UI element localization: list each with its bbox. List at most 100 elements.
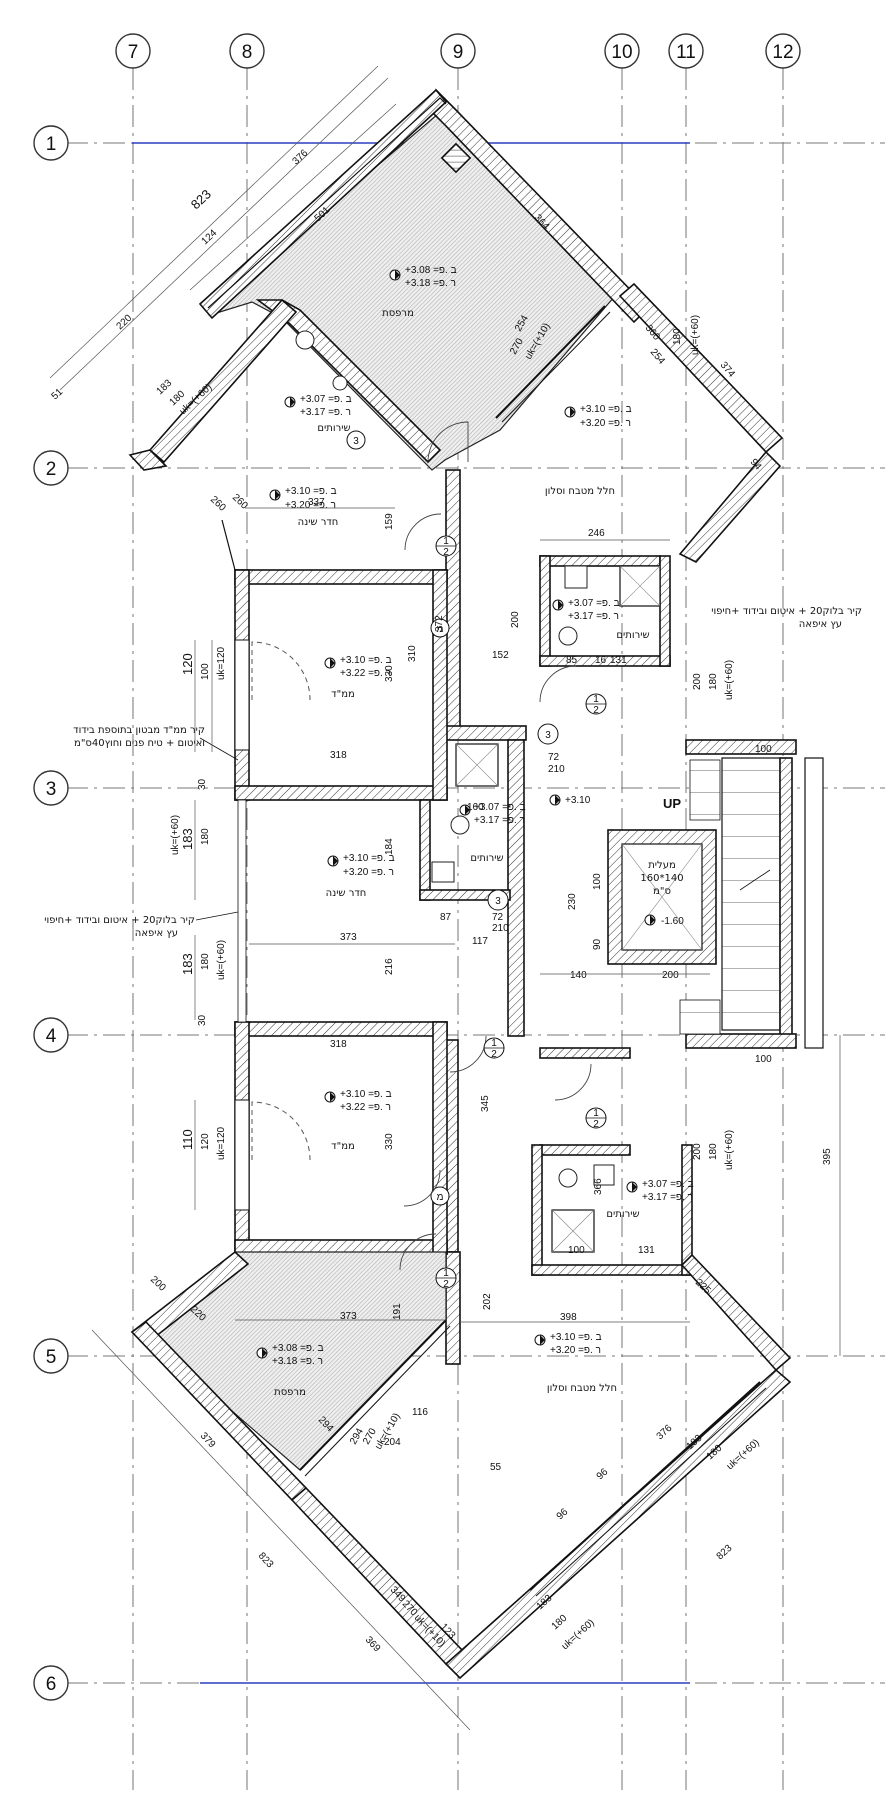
svg-text:+3.07 =ב .פ: +3.07 =ב .פ [568,598,620,609]
grid-row-bubbles: 1 2 3 4 5 6 [33,125,69,1701]
svg-text:204: 204 [384,1437,401,1448]
svg-text:120: 120 [180,653,195,675]
svg-text:+3.10 =ב .פ: +3.10 =ב .פ [340,1089,392,1100]
svg-text:100: 100 [568,1245,585,1256]
svg-text:+3.22 =ר .פ: +3.22 =ר .פ [340,1102,391,1113]
svg-text:2: 2 [491,1049,497,1060]
svg-text:+3.10 =ב .פ: +3.10 =ב .פ [340,655,392,666]
svg-text:87: 87 [440,912,452,923]
level-marker-bedroom-top: +3.10 =ב .פ +3.20 =ר .פ [269,486,337,511]
svg-text:2: 2 [593,1119,599,1130]
svg-text:823: 823 [188,186,214,212]
svg-text:uk=(+60): uk=(+60) [724,660,735,700]
svg-text:uk=(+60): uk=(+60) [690,315,701,355]
grid-bubble-col-11: 11 [668,33,704,69]
room-label-wc-mid: שירותים [470,853,503,864]
level-marker-kitchen-bottom: +3.10 =ב .פ +3.20 =ר .פ [534,1332,602,1356]
svg-text:עץ איפאה: עץ איפאה [799,619,842,630]
level-marker-mamad-bottom: +3.10 =ב .פ +3.22 =ר .פ [324,1089,392,1113]
svg-text:200: 200 [148,1274,168,1294]
mamad-top: ממ"ד +3.10 =ב .פ +3.22 =ר .פ 318 330 310… [251,618,450,761]
svg-text:10: 10 [611,42,632,63]
svg-text:55: 55 [490,1462,502,1473]
svg-text:uk=120: uk=120 [216,646,227,680]
svg-text:376: 376 [291,147,311,167]
svg-text:+3.10 =ב .פ: +3.10 =ב .פ [285,486,337,497]
svg-text:200: 200 [510,611,521,628]
svg-text:11: 11 [676,42,696,63]
svg-text:96: 96 [555,1506,571,1522]
grid-column-bubbles: 7 8 9 10 11 12 [115,33,801,69]
svg-text:100: 100 [592,873,603,890]
door-tag-b: 12 [585,693,607,716]
sink-fixture [332,375,348,391]
svg-text:140: 140 [570,970,587,981]
svg-text:372: 372 [434,615,445,632]
svg-text:116: 116 [412,1407,428,1418]
svg-text:369: 369 [363,1635,383,1655]
note-mamad-wall-1: קיר ממ"ד מבטון בתוספת בידוד [73,725,205,736]
svg-text:קיר בלוק20 + איטום ובידוד +חיפ: קיר בלוק20 + איטום ובידוד +חיפוי [711,606,862,617]
svg-text:1: 1 [46,134,57,155]
svg-text:+3.07 =ב .פ: +3.07 =ב .פ [642,1179,694,1190]
svg-text:uk=(+60): uk=(+60) [170,815,181,855]
lobby: +3.10 מעלית 160*140 ס"מ -1.60 90 100 230… [540,794,717,981]
svg-text:318: 318 [330,1039,347,1050]
svg-text:+3.07 =ב .פ: +3.07 =ב .פ [300,394,352,405]
door-tags: 12 12 12 12 12 3 3 [435,535,607,1290]
svg-text:398: 398 [560,1312,577,1323]
mamad-bottom: ממ"ד +3.10 =ב .פ +3.22 =ר .פ 318 330 מ [251,1039,450,1206]
svg-text:183: 183 [180,953,195,975]
svg-text:124: 124 [200,227,220,247]
svg-text:12: 12 [772,42,793,63]
svg-text:246: 246 [588,528,605,539]
svg-text:823: 823 [715,1543,735,1563]
note-left-block-wall-1: קיר בלוק20 + איטום ובידוד +חיפוי [44,915,195,926]
grid-bubble-row-6: 6 [33,1665,69,1701]
svg-text:110: 110 [180,1129,195,1150]
svg-text:152: 152 [492,650,509,661]
toilet-fixture [558,626,578,646]
toilet-fixture [558,1168,578,1188]
level-marker-lobby: +3.10 [549,794,591,806]
wc-top-right: שירותים +3.07 =ב .פ +3.17 =ר .פ 246 [539,528,671,667]
svg-text:72: 72 [548,752,560,763]
svg-text:+3.20 =ר .פ: +3.20 =ר .פ [550,1345,601,1356]
room-label-terrace-bottom: מרפסת [274,1387,306,1398]
svg-text:191: 191 [392,1303,403,1320]
svg-text:131: 131 [638,1245,655,1256]
svg-text:373: 373 [340,1311,357,1322]
level-marker-terrace-bottom: +3.08 =ב .פ +3.18 =ר .פ [256,1343,324,1367]
svg-text:120: 120 [200,1133,211,1150]
svg-text:1: 1 [491,1038,497,1049]
svg-text:מ: מ [437,624,444,635]
svg-text:+3.18 =ר .פ: +3.18 =ר .פ [272,1356,323,1367]
svg-text:395: 395 [822,1148,833,1165]
room-label-kitchen-living-top: חלל מטבח וסלון [545,486,615,497]
svg-text:3: 3 [545,730,551,741]
svg-text:823: 823 [256,1551,276,1571]
room-label-bedroom-top: חדר שינה [298,517,339,528]
svg-text:51: 51 [50,386,66,402]
svg-text:160: 160 [467,802,484,813]
grid-bubble-row-5: 5 [33,1338,69,1374]
svg-text:6: 6 [46,1674,57,1695]
elevator-unit: ס"מ [653,886,671,897]
wc-bottom-right: שירותים +3.07 =ב .פ +3.17 =ר .פ [531,1047,694,1276]
door-tag-f: 3 [537,723,559,745]
svg-text:2: 2 [443,547,449,558]
svg-text:85: 85 [566,655,578,666]
terrace-bottom: מרפסת +3.08 =ב .פ +3.18 =ר .פ 373 [130,1250,464,1666]
room-label-mamad-top: ממ"ד [331,689,355,700]
svg-text:131: 131 [610,655,627,666]
svg-text:180: 180 [200,828,211,845]
svg-text:1: 1 [443,1268,449,1279]
svg-text:+3.08 =ב .פ: +3.08 =ב .פ [405,265,457,276]
svg-text:96: 96 [595,1466,611,1482]
svg-text:uk=120: uk=120 [216,1126,227,1160]
sink-fixture [564,565,588,589]
svg-text:180: 180 [708,1143,719,1160]
note-left-block-wall-2: עץ איפאה [135,928,178,939]
grid-bubble-col-12: 12 [765,33,801,69]
